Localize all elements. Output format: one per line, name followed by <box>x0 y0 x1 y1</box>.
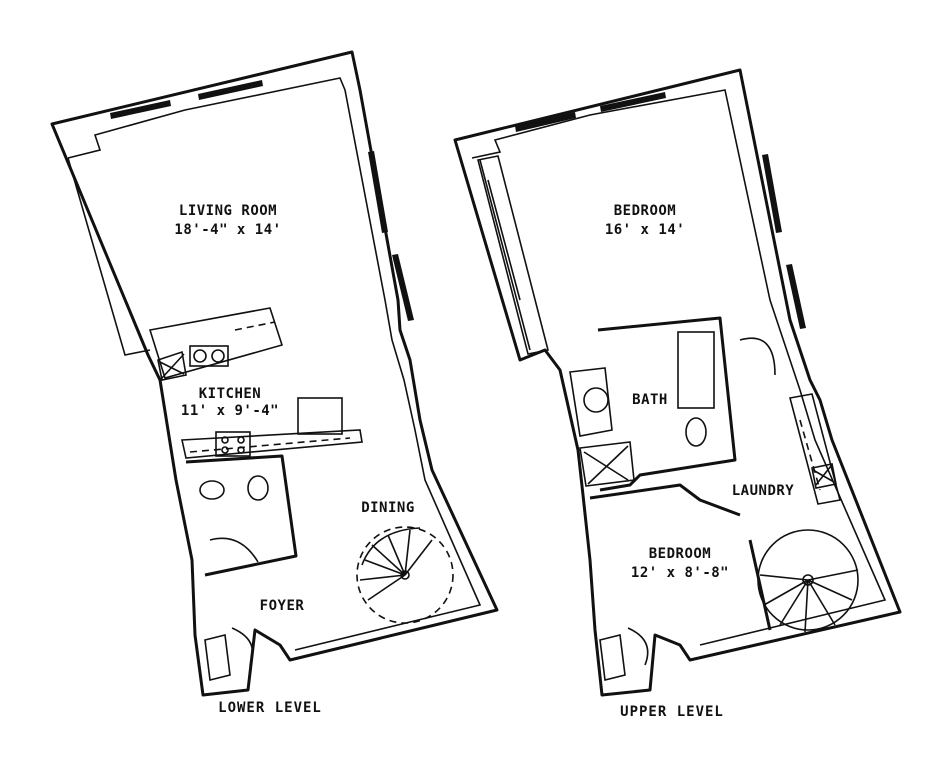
bath-wall <box>597 316 737 492</box>
kitchen-sink <box>189 345 229 367</box>
living-room-label: LIVING ROOM <box>179 203 277 219</box>
refrigerator <box>297 397 343 435</box>
vanity <box>569 367 613 437</box>
foyer-label: FOYER <box>260 598 305 614</box>
window <box>110 100 171 119</box>
bedroom-2-size: 12' x 8'-8" <box>631 565 729 581</box>
lower-outer-wall <box>50 50 499 697</box>
upper-outer-wall <box>453 68 902 697</box>
lower-inner-wall <box>67 77 482 651</box>
toilet <box>685 417 707 447</box>
bath-label: BATH <box>632 392 668 408</box>
living-room-size: 18'-4" x 14' <box>174 222 281 238</box>
bedroom-1-size: 16' x 14' <box>605 222 685 238</box>
window <box>600 92 666 112</box>
window <box>368 151 388 233</box>
washer-dryer <box>789 393 841 505</box>
dining-label: DINING <box>361 500 415 516</box>
spiral-stair <box>757 529 859 633</box>
kitchen-size: 11' x 9'-4" <box>181 403 279 419</box>
upper-level-plan <box>453 68 902 697</box>
spiral-stair <box>356 526 454 624</box>
lower-level-title: LOWER LEVEL <box>218 700 322 716</box>
window <box>786 264 806 329</box>
window <box>515 112 576 132</box>
shower <box>579 441 635 487</box>
window <box>392 254 414 321</box>
bedroom-1-label: BEDROOM <box>614 203 677 219</box>
bathtub <box>677 331 715 409</box>
upper-level-title: UPPER LEVEL <box>620 704 724 720</box>
laundry-label: LAUNDRY <box>732 483 795 499</box>
entry-door <box>599 627 649 681</box>
kitchen-label: KITCHEN <box>199 386 262 402</box>
bedroom-2-wall <box>589 483 741 517</box>
entry-door <box>204 627 254 681</box>
lower-bath-wall <box>185 454 298 577</box>
window <box>762 154 782 233</box>
window <box>198 80 263 100</box>
toilet <box>247 475 269 501</box>
lower-level-plan <box>50 50 499 697</box>
bedroom-2-label: BEDROOM <box>649 546 712 562</box>
closet <box>477 155 549 355</box>
sink <box>199 480 225 500</box>
stove <box>215 431 251 457</box>
